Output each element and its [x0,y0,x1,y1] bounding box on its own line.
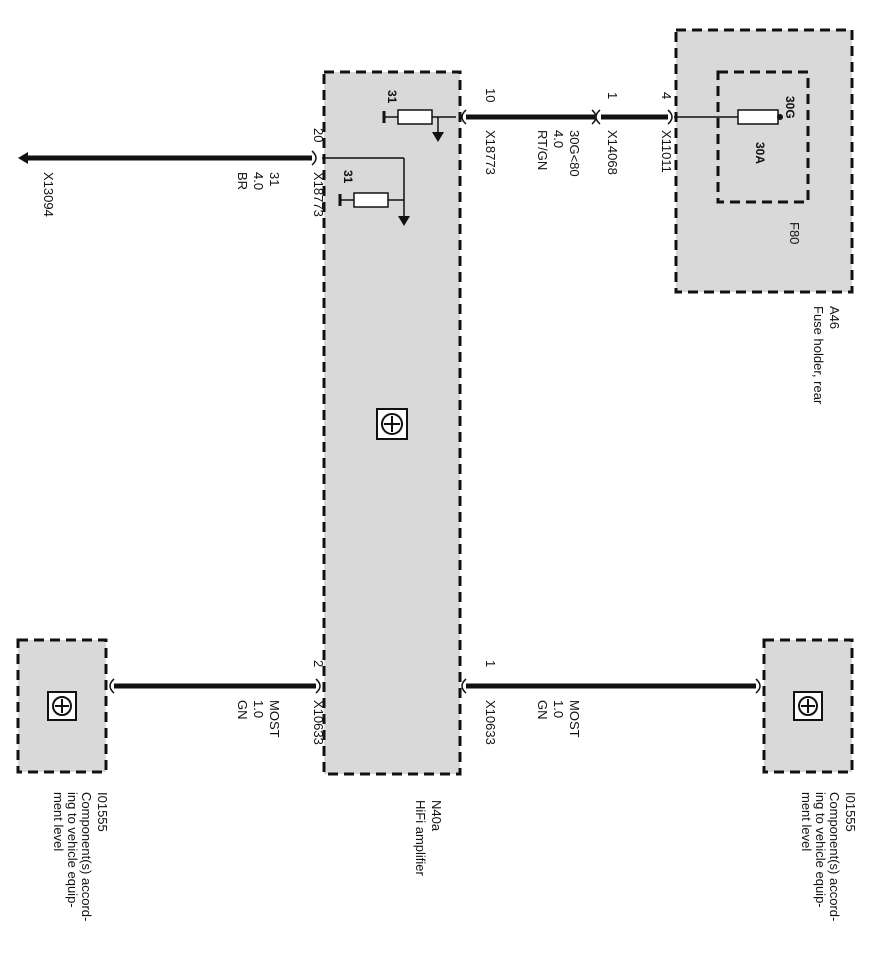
most-left-signal: MOST [267,700,282,738]
component-left-name-3: ment level [51,792,66,851]
supply-color: RT/GN [535,130,550,170]
connector-x10633-right-symbol [461,678,467,694]
component-left-icon [47,691,77,721]
amplifier-icon [376,408,408,440]
component-right-name-1: Component(s) accord- [827,792,842,921]
connector-right-component-symbol [755,678,761,694]
pin-x18773-bot: 20 [311,128,326,142]
internal-resistor-bottom [322,157,410,226]
pin-x18773-top: 10 [483,88,498,102]
ground-signal: 31 [267,172,282,186]
most-left-size: 1.0 [251,700,266,718]
supply-signal: 30G<80 [567,130,582,177]
pin-x10633-left: 2 [311,660,326,667]
connector-x10633-left-symbol [315,678,321,694]
connector-x13094-label: X13094 [41,172,56,217]
most-right-signal: MOST [567,700,582,738]
ground-size: 4.0 [251,172,266,190]
component-left-name-2: ing to vehicle equip- [65,792,80,908]
supply-size: 4.0 [551,130,566,148]
component-right-name-3: ment level [799,792,814,851]
fuse-id-label: F80 [787,222,802,244]
component-right-name-2: ing to vehicle equip- [813,792,828,908]
connector-left-component-symbol [109,678,115,694]
connector-x18773-top-symbol [461,109,467,125]
connector-x10633-left-label: X10633 [311,700,326,745]
connector-x18773-bot-symbol [311,150,317,166]
ground-terminal-x13094 [18,152,28,164]
connector-x11011-label: X11011 [659,130,674,173]
pin-x14068: 1 [605,92,620,99]
pin-x10633-right: 1 [483,660,498,667]
connector-x10633-right-label: X10633 [483,700,498,745]
internal-ground-label-2: 31 [341,170,355,184]
component-left-id: I01555 [95,792,110,832]
fuse-holder-name: Fuse holder, rear [811,306,826,405]
most-right-color: GN [535,700,550,720]
fuse-holder-id: A46 [827,306,842,329]
fuse-rating-label: 30A [753,142,767,164]
fuse-terminal-label: 30G [783,96,797,119]
component-right-id: I01555 [843,792,858,832]
fuse-symbol [674,109,783,125]
internal-resistor-top [382,109,456,142]
fuse-holder-box[interactable] [674,28,854,294]
most-right-size: 1.0 [551,700,566,718]
component-left-name-1: Component(s) accord- [79,792,94,921]
connector-x14068-label: X14068 [605,130,620,175]
pin-x11011: 4 [659,92,674,99]
connector-x18773-bot-label: X18773 [311,172,326,217]
ground-color: BR [235,172,250,190]
connector-x14068-symbol-b [595,109,601,125]
amplifier-name: HiFi amplifier [413,800,428,877]
fuse-f80-box [716,70,810,204]
connector-x11011-symbol [667,109,673,125]
internal-ground-label-1: 31 [385,90,399,104]
component-right-icon [793,691,823,721]
connector-x18773-top-label: X18773 [483,130,498,175]
most-left-color: GN [235,700,250,720]
amplifier-id: N40a [429,800,444,832]
